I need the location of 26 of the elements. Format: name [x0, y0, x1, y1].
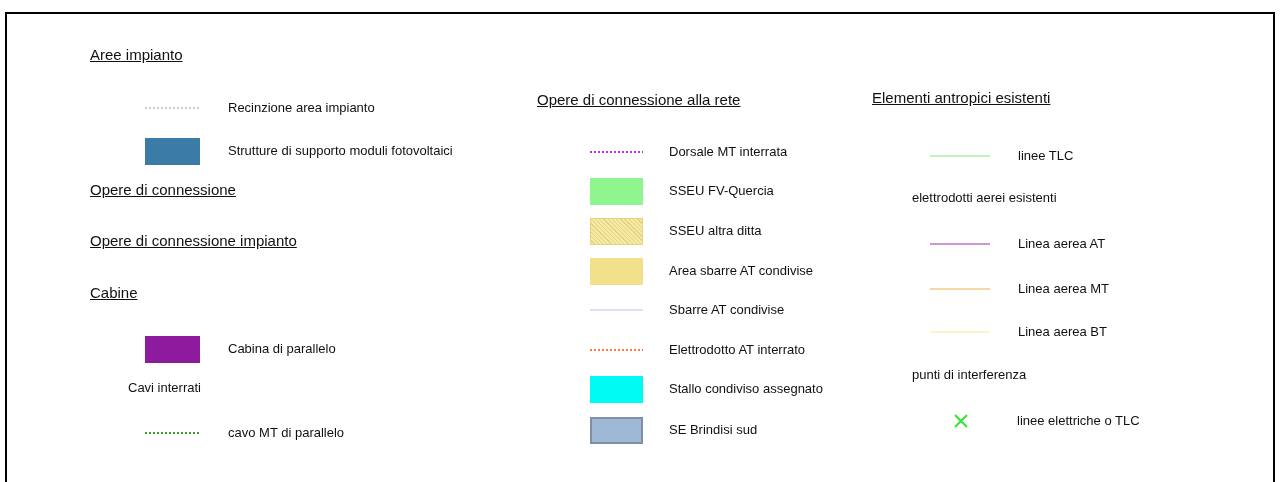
- legend-text: linee elettriche o TLC: [1017, 413, 1140, 429]
- legend-text: Dorsale MT interrata: [669, 144, 788, 160]
- legend-text: SSEU altra ditta: [669, 223, 762, 239]
- legend-text: Linea aerea BT: [1018, 324, 1107, 340]
- legend-text: Linea aerea MT: [1018, 281, 1110, 297]
- legend-text: Area sbarre AT condivise: [669, 263, 814, 279]
- section-heading: Opere di connessione alla rete: [537, 91, 741, 109]
- legend-text: SSEU FV-Quercia: [669, 183, 774, 199]
- legend-text: Strutture di supporto moduli fotovoltaici: [228, 143, 453, 159]
- legend-text: Linea aerea AT: [1018, 236, 1106, 252]
- legend-text: linee TLC: [1018, 148, 1074, 164]
- section-heading: Opere di connessione impianto: [90, 232, 297, 250]
- legend-text: Sbarre AT condivise: [669, 302, 785, 318]
- section-heading: Aree impianto: [90, 46, 183, 64]
- section-heading: Elementi antropici esistenti: [872, 89, 1051, 107]
- legend-text: Elettrodotto AT interrato: [669, 342, 806, 358]
- group-label: elettrodotti aerei esistenti: [912, 190, 1057, 206]
- legend-text: Recinzione area impianto: [228, 100, 375, 116]
- legend-text: SE Brindisi sud: [669, 422, 758, 438]
- legend-text: Cabina di parallelo: [228, 341, 336, 357]
- group-label: Cavi interrati: [128, 380, 201, 396]
- section-heading: Cabine: [90, 284, 138, 302]
- group-label: punti di interferenza: [912, 367, 1027, 383]
- section-heading: Opere di connessione: [90, 181, 236, 199]
- legend-text: Stallo condiviso assegnato: [669, 381, 823, 397]
- legend-text: cavo MT di parallelo: [228, 425, 345, 441]
